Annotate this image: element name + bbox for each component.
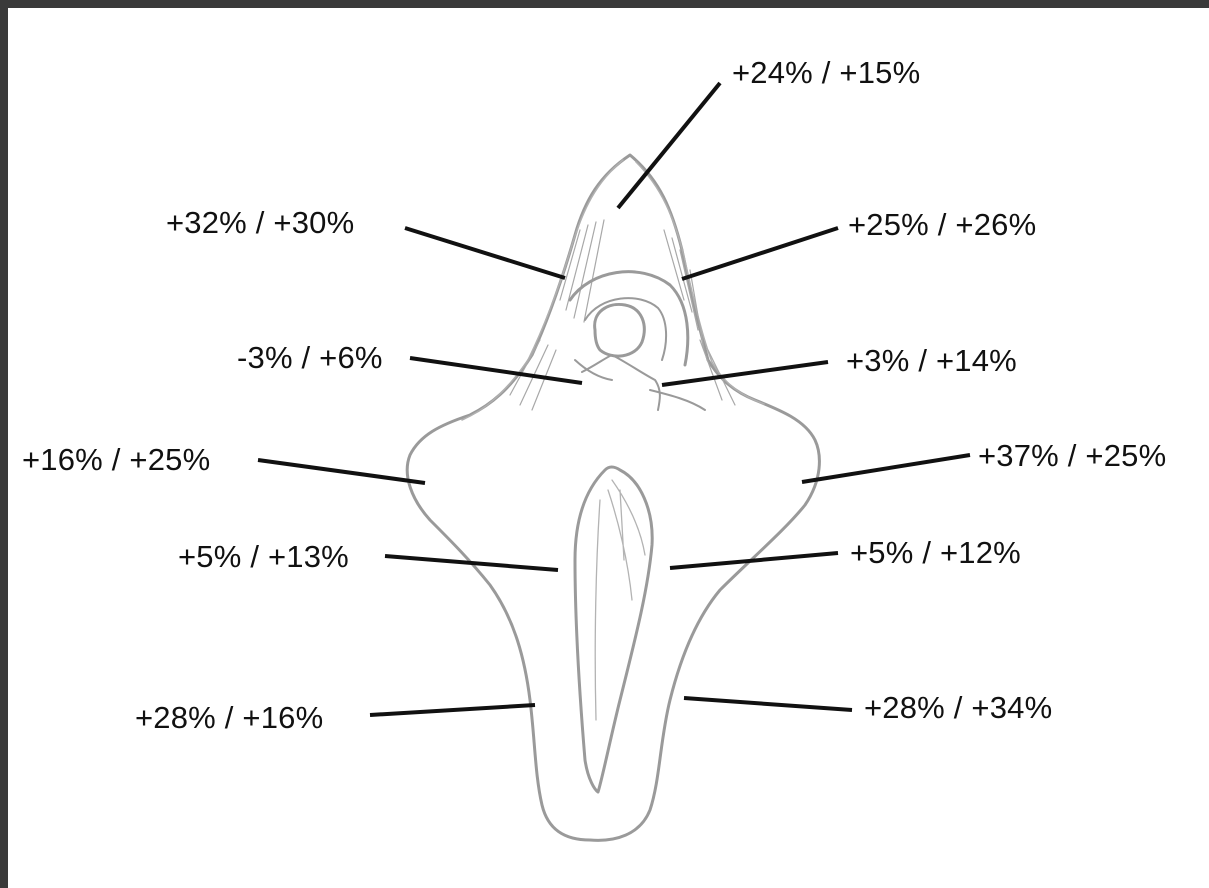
leader-line-lower-left [370, 705, 535, 715]
label-lower-right: +28% / +34% [864, 692, 1052, 723]
leader-line-wide-right [802, 455, 970, 482]
label-upper-right: +25% / +26% [848, 209, 1036, 240]
sketch-glans [595, 304, 645, 356]
sketch-hood-arch [570, 272, 688, 365]
leader-line-upper-left [405, 228, 565, 278]
leader-line-top [618, 83, 720, 208]
label-inner-right: +5% / +12% [850, 537, 1021, 568]
label-lower-left: +28% / +16% [135, 702, 323, 733]
leader-line-mid-left [410, 358, 582, 383]
leader-line-lower-right [684, 698, 852, 710]
label-mid-right: +3% / +14% [846, 345, 1017, 376]
sketch-inner-labia-shading [595, 480, 645, 720]
sketch-outer-outline [407, 155, 819, 840]
leader-line-mid-right [662, 362, 828, 385]
sketch-hood-arch-inner [585, 298, 666, 360]
leader-line-inner-left [385, 556, 558, 570]
sketch-inner-labia [575, 467, 652, 792]
label-mid-left: -3% / +6% [237, 342, 383, 373]
label-wide-right: +37% / +25% [978, 440, 1166, 471]
label-wide-left: +16% / +25% [22, 444, 210, 475]
label-inner-left: +5% / +13% [178, 541, 349, 572]
label-upper-left: +32% / +30% [166, 207, 354, 238]
sketch-outer-shadow [462, 160, 764, 420]
leader-line-upper-right [682, 228, 838, 279]
leader-line-wide-left [258, 460, 425, 483]
label-top: +24% / +15% [732, 57, 920, 88]
